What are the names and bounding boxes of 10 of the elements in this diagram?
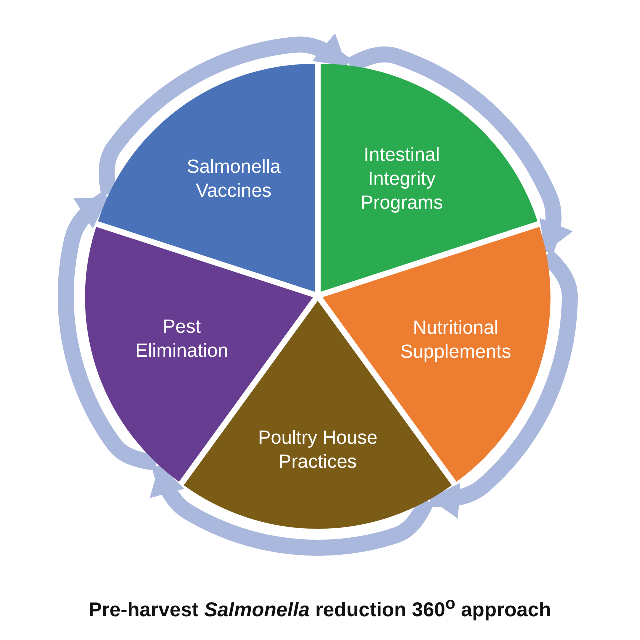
- segment-label: Salmonella Vaccines: [186, 156, 282, 204]
- segment-label: Pest Elimination: [134, 316, 230, 364]
- segment-label: Poultry House Practices: [258, 427, 378, 475]
- caption: Pre-harvest Salmonella reduction 360$^{o}$ approach: [88, 594, 552, 623]
- pie-segment: [320, 63, 538, 292]
- pie-segment: [98, 63, 316, 292]
- segment-label: Nutritional Supplements: [399, 316, 512, 365]
- segment-label: Intestinal Integrity Programs: [360, 144, 444, 216]
- curved-arrow: [98, 33, 352, 198]
- curved-arrow: [346, 46, 574, 256]
